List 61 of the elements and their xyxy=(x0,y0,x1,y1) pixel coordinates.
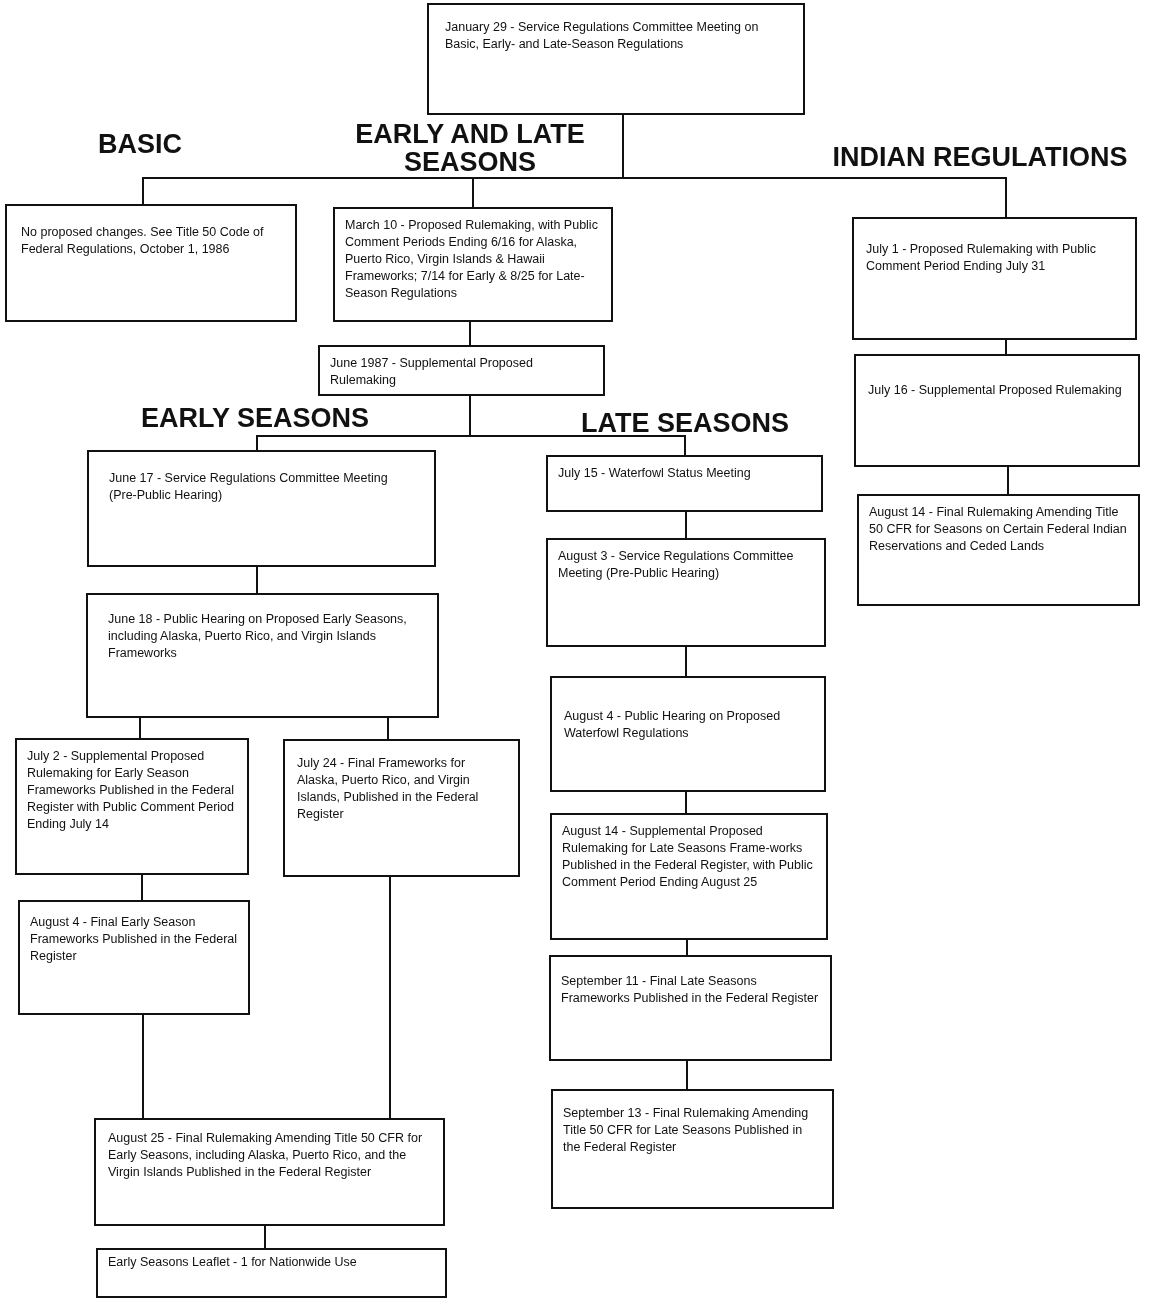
step-text: July 1 - Proposed Rulemaking with Public Comment Period Ending July 31 xyxy=(866,241,1097,275)
process-box xyxy=(18,900,250,1015)
connector-line xyxy=(264,1225,266,1249)
connector-line xyxy=(469,395,686,456)
connector-line xyxy=(1005,339,1007,355)
connector-line xyxy=(686,939,688,956)
process-box xyxy=(87,450,436,567)
step-text: July 16 - Supplemental Proposed Rulemaking xyxy=(868,382,1123,399)
process-box xyxy=(550,813,828,940)
process-box xyxy=(5,204,297,322)
process-box xyxy=(546,538,826,647)
step-text: Early Seasons Leaflet - 1 for Nationwide Use xyxy=(108,1254,358,1271)
process-box xyxy=(551,1089,834,1209)
process-box xyxy=(854,354,1140,467)
step-text: August 3 - Service Regulations Committee Meeting (Pre-Public Hearing) xyxy=(558,548,795,582)
connector-line xyxy=(686,1060,688,1090)
step-text: August 4 - Public Hearing on Proposed Waterfowl Regulations xyxy=(564,708,782,742)
process-box xyxy=(86,593,439,718)
step-text: July 2 - Supplemental Proposed Rulemaking for Early Season Frameworks Published in the Federal Register with Public Comment Period Ending July 14 xyxy=(27,748,236,833)
step-text: August 14 - Supplemental Proposed Rulemaking for Late Seasons Frame-works Published in the Federal Register, with Public Comment Period Ending August 25 xyxy=(562,823,814,891)
process-box xyxy=(318,345,605,396)
step-text: June 17 - Service Regulations Committee Meeting (Pre-Public Hearing) xyxy=(109,470,389,504)
section-heading: INDIAN REGULATIONS xyxy=(831,143,1129,172)
connector-line xyxy=(387,717,389,740)
connector-line xyxy=(685,511,687,539)
section-heading: BASIC xyxy=(97,130,183,159)
step-text: January 29 - Service Regulations Committee Meeting on Basic, Early- and Late-Season Regulations xyxy=(445,19,760,53)
step-text: July 24 - Final Frameworks for Alaska, Puerto Rico, and Virgin Islands, Published in the Federal Register xyxy=(297,755,480,823)
connector-line xyxy=(685,791,687,814)
connector-line xyxy=(1007,466,1009,495)
connector-line xyxy=(142,1014,144,1119)
process-box xyxy=(857,494,1140,606)
process-box xyxy=(550,676,826,792)
process-box xyxy=(852,217,1137,340)
step-text: No proposed changes. See Title 50 Code of Federal Regulations, October 1, 1986 xyxy=(21,224,265,258)
process-box xyxy=(427,3,805,115)
connector-line xyxy=(389,876,391,1119)
connector-line xyxy=(141,874,143,901)
process-box xyxy=(546,455,823,512)
section-heading: LATE SEASONS xyxy=(580,409,790,438)
step-text: July 15 - Waterfowl Status Meeting xyxy=(558,465,752,482)
connector-line xyxy=(139,717,141,739)
step-text: September 11 - Final Late Seasons Frameworks Published in the Federal Register xyxy=(561,973,820,1007)
step-text: June 1987 - Supplemental Proposed Rulemaking xyxy=(330,355,534,389)
step-text: August 25 - Final Rulemaking Amending Title 50 CFR for Early Seasons, including Alaska, Puerto Rico, and the Virgin Islands Published in the Federal Register xyxy=(108,1130,424,1181)
step-text: September 13 - Final Rulemaking Amending Title 50 CFR for Late Seasons Published in the Federal Register xyxy=(563,1105,810,1156)
connector-line xyxy=(469,321,471,346)
connector-line xyxy=(256,566,258,594)
process-box xyxy=(549,955,832,1061)
section-heading: EARLY SEASONS xyxy=(139,404,371,433)
step-text: March 10 - Proposed Rulemaking, with Public Comment Periods Ending 6/16 for Alaska, Puerto Rico, Virgin Islands & Hawaii Frameworks; 7/14 for Early & 8/25 for Late-Season Regulations xyxy=(345,217,599,302)
process-box xyxy=(96,1248,447,1298)
step-text: August 14 - Final Rulemaking Amending Title 50 CFR for Seasons on Certain Federal Indian Reservations and Ceded Lands xyxy=(869,504,1128,555)
process-box xyxy=(283,739,520,877)
step-text: August 4 - Final Early Season Frameworks Published in the Federal Register xyxy=(30,914,238,965)
process-box xyxy=(333,207,613,322)
connector-line xyxy=(685,646,687,677)
section-heading: EARLY AND LATE SEASONS xyxy=(354,120,586,177)
process-box xyxy=(15,738,249,875)
step-text: June 18 - Public Hearing on Proposed Early Seasons, including Alaska, Puerto Rico, and Virgin Islands Frameworks xyxy=(108,611,408,662)
process-box xyxy=(94,1118,445,1226)
